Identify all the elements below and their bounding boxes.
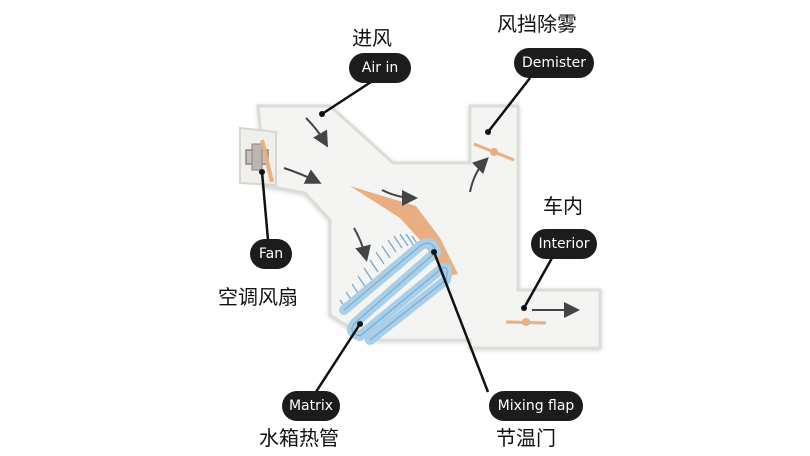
interior-label: Interior	[531, 229, 597, 259]
mixing-flap-label: Mixing flap	[489, 391, 583, 421]
interior-label-zh: 车内	[543, 194, 583, 218]
fan-label: Fan	[250, 239, 292, 269]
heater-matrix-coil	[339, 233, 453, 345]
demister-label: Demister	[514, 48, 594, 78]
fan-motor-icon	[245, 139, 274, 183]
leader-dots	[259, 111, 527, 327]
matrix-label-zh: 水箱热管	[259, 426, 339, 450]
air-in-label-zh: 进风	[352, 26, 392, 50]
demister-flap	[473, 142, 515, 162]
fan-label-zh: 空调风扇	[218, 285, 298, 309]
demister-label-zh: 风挡除雾	[497, 12, 577, 36]
matrix-label: Matrix	[282, 391, 340, 421]
airflow-arrow-icon	[283, 117, 580, 318]
mixing-flap-label-zh: 节温门	[496, 426, 556, 450]
interior-flap	[505, 318, 547, 326]
air-in-label: Air in	[349, 53, 411, 83]
leader-lines	[260, 77, 554, 399]
